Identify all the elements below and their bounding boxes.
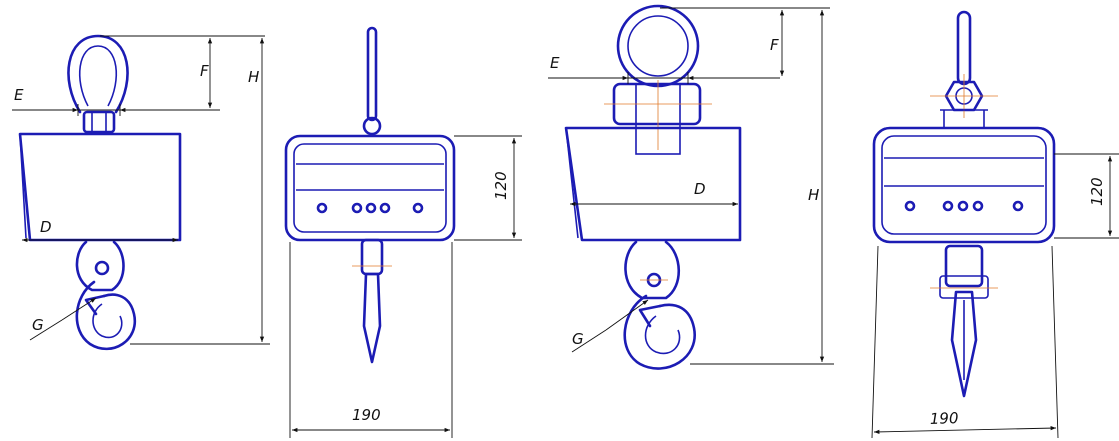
indicator-left-2 [904,200,916,212]
button-2-2 [957,200,969,212]
scale-body [18,132,182,242]
dim-label-D-2: D [694,180,706,198]
dim-label-G-2: G [572,330,584,348]
top-rod [366,26,378,122]
dim-label-120-b: 120 [1088,177,1106,206]
bow-shackle-inner [627,15,689,77]
dim-label-E: E [14,86,24,104]
hook-bracket [75,240,125,292]
button-1 [351,202,363,214]
bottom-clevis [944,244,984,288]
indicator-left [316,202,328,214]
bottom-bracket [360,238,384,276]
display-body-inner-2 [881,135,1047,235]
dim-label-120-a: 120 [492,171,510,200]
scale-body-2 [564,126,742,242]
view-2-front-display: 120 190 [284,26,522,438]
hook-pin [94,260,110,276]
dim-label-H: H [248,68,259,86]
dim-label-E-2: E [550,54,560,72]
top-ring [362,116,382,136]
top-rod-2 [956,10,972,86]
hook-bracket-2 [624,240,680,300]
dim-label-F: F [200,62,209,80]
dim-label-H-2: H [808,186,819,204]
display-body-outer-2 [872,126,1056,244]
indicator-right-2 [1012,200,1024,212]
hook [75,280,137,351]
shackle-loop-inner [78,45,118,107]
display-body-inner [293,143,447,233]
shackle-loop-outer [67,34,129,114]
dim-label-F-2: F [770,36,779,54]
hook-2 [623,294,696,370]
hook-tip [84,294,106,316]
button-3 [379,202,391,214]
dim-label-G: G [32,316,44,334]
bottom-hook-side-2 [950,290,978,398]
button-1-2 [942,200,954,212]
view-4-front-ring-display: 120 190 [871,10,1119,439]
hook-tip-2 [638,304,662,328]
view-1-side-shackle: E F H D G [12,34,270,351]
bow-shackle-outer [616,4,700,88]
swivel-block [82,110,116,134]
display-body-outer [284,134,456,242]
dim-label-D: D [40,218,52,236]
dim-label-190-a: 190 [352,406,381,424]
indicator-right [412,202,424,214]
bottom-hook-side [362,272,382,364]
dim-label-190-b: 190 [930,409,959,428]
button-3-2 [972,200,984,212]
view-3-side-bow-shackle: E F H D G [548,4,834,370]
button-2 [365,202,377,214]
